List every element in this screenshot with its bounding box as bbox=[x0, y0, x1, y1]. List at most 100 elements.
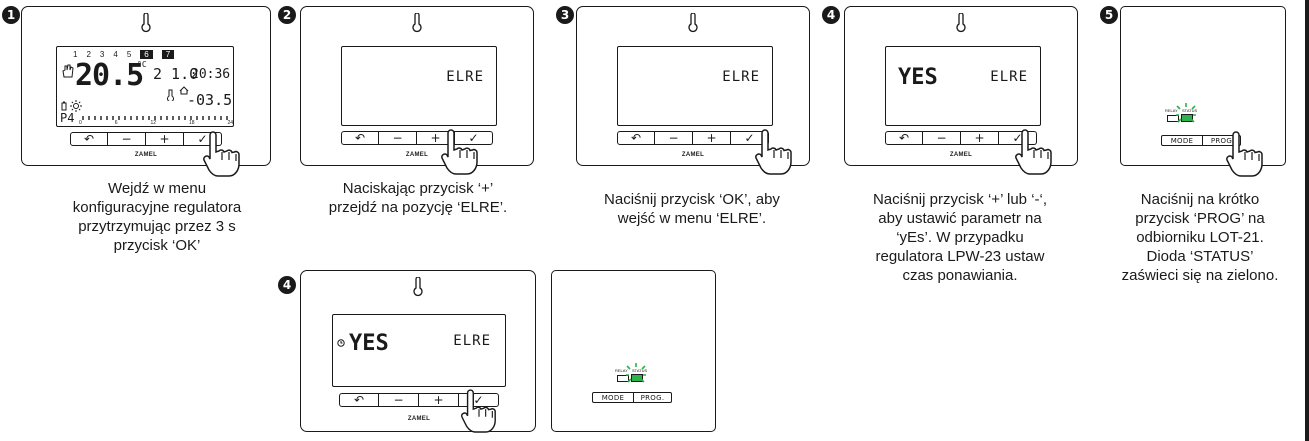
thermostat-step-2: ELRE ↶ − + ✓ ZAMEL bbox=[300, 6, 534, 175]
pointing-hand-icon bbox=[441, 129, 478, 175]
day-4: 4 bbox=[113, 50, 118, 59]
brand-logo: ZAMEL bbox=[407, 416, 431, 422]
lcd-screen: ELRE bbox=[617, 46, 773, 126]
status-led bbox=[631, 374, 643, 382]
led-glow-icon bbox=[626, 363, 646, 383]
house-icon bbox=[179, 86, 189, 95]
prog-button[interactable]: PROG bbox=[1203, 135, 1241, 146]
step-5-caption: Naciśnij na krótko przycisk ‘PROG’ na od… bbox=[1121, 191, 1279, 284]
lcd-screen: 1 2 3 4 5 6 7 20.5 °C 2 1.0 20:36 -03.5 … bbox=[56, 46, 234, 127]
thermostat-step-4: YES ELRE ↶ − + ✓ ZAMEL bbox=[844, 6, 1078, 175]
back-button[interactable]: ↶ bbox=[341, 131, 379, 145]
program-indicator: P4 bbox=[60, 111, 75, 125]
thermometer-icon bbox=[412, 13, 422, 33]
page-edge-bar bbox=[1305, 0, 1309, 441]
back-button[interactable]: ↶ bbox=[885, 131, 923, 145]
pointing-hand-icon bbox=[1015, 129, 1052, 175]
status-label: STATUS bbox=[1182, 108, 1198, 113]
step-1-caption: Wejdź w menu konfiguracyjne regulatora p… bbox=[72, 180, 242, 254]
button-row: ↶ − + ✓ bbox=[617, 131, 769, 145]
plus-button[interactable]: + bbox=[419, 393, 459, 407]
menu-item-text: ELRE bbox=[990, 69, 1028, 85]
minus-button[interactable]: − bbox=[923, 131, 961, 145]
led-glow-icon bbox=[1176, 103, 1196, 123]
day-schedule-bar bbox=[82, 116, 228, 120]
temperature-unit: °C bbox=[137, 60, 147, 69]
date-value: 2 1.0 bbox=[153, 65, 199, 83]
step-2-caption: Naciskając przycisk ‘+’ przejdź na pozyc… bbox=[328, 180, 508, 216]
brand-logo: ZAMEL bbox=[681, 152, 705, 158]
battery-icon bbox=[61, 101, 67, 111]
day-6: 6 bbox=[140, 50, 153, 59]
brand-logo: ZAMEL bbox=[134, 152, 158, 158]
plus-button[interactable]: + bbox=[961, 131, 999, 145]
step-5-number: 5 bbox=[1100, 6, 1118, 24]
step-3-number: 3 bbox=[556, 6, 574, 24]
yes-value: YES bbox=[898, 65, 938, 90]
step-4-caption: Naciśnij przycisk ‘+’ lub ‘-‘, aby ustaw… bbox=[872, 191, 1048, 284]
button-row: ↶ − + ✓ bbox=[70, 132, 222, 146]
minus-button[interactable]: − bbox=[655, 131, 693, 145]
day-indicators: 1 2 3 4 5 6 7 bbox=[73, 50, 175, 59]
day-7: 7 bbox=[161, 50, 175, 59]
relay-label: RELAY bbox=[615, 368, 628, 373]
step-3-caption: Naciśnij przycisk ‘OK’, aby wejść w menu… bbox=[604, 191, 780, 227]
day-2: 2 bbox=[86, 50, 91, 59]
pointing-hand-icon bbox=[461, 389, 496, 433]
day-5: 5 bbox=[126, 50, 132, 59]
thermostat-step-1: 1 2 3 4 5 6 7 20.5 °C 2 1.0 20:36 -03.5 … bbox=[21, 6, 271, 177]
menu-item-text: ELRE bbox=[453, 333, 491, 349]
lcd-screen: YES ELRE bbox=[885, 46, 1041, 126]
time-value: 20:36 bbox=[191, 67, 231, 82]
plus-button[interactable]: + bbox=[693, 131, 731, 145]
plus-button[interactable]: + bbox=[146, 132, 184, 146]
thermometer-icon bbox=[141, 13, 151, 33]
thermometer-small-icon bbox=[167, 89, 174, 101]
minus-button[interactable]: − bbox=[379, 131, 417, 145]
menu-item-text: ELRE bbox=[446, 69, 484, 85]
minus-button[interactable]: − bbox=[108, 132, 146, 146]
day-1: 1 bbox=[73, 50, 78, 59]
mode-button[interactable]: MODE bbox=[1161, 135, 1203, 146]
lcd-screen: YES ELRE bbox=[332, 314, 506, 387]
brand-logo: ZAMEL bbox=[405, 152, 429, 158]
status-led bbox=[1181, 114, 1193, 122]
thermometer-icon bbox=[956, 13, 966, 33]
relay-label: RELAY bbox=[1165, 108, 1178, 113]
mode-button[interactable]: MODE bbox=[592, 392, 634, 403]
lcd-screen: ELRE bbox=[341, 46, 497, 126]
thermometer-icon bbox=[413, 277, 423, 297]
menu-item-text: ELRE bbox=[722, 69, 760, 85]
hand-mode-icon bbox=[62, 64, 74, 78]
step-4-alt-number: 4 bbox=[278, 276, 296, 294]
temperature-value: 20.5 bbox=[75, 58, 144, 93]
step-2-number: 2 bbox=[278, 6, 296, 24]
day-3: 3 bbox=[99, 50, 105, 59]
back-button[interactable]: ↶ bbox=[617, 131, 655, 145]
thermostat-step-3: ELRE ↶ − + ✓ ZAMEL bbox=[576, 6, 810, 175]
minus-button[interactable]: − bbox=[379, 393, 419, 407]
receiver-button-row: MODE PROG. bbox=[592, 392, 672, 403]
pointing-hand-icon bbox=[755, 129, 792, 175]
pointing-hand-icon bbox=[203, 131, 240, 177]
relay-led bbox=[617, 375, 629, 382]
status-label: STATUS bbox=[632, 368, 648, 373]
button-row: ↶ − + ✓ bbox=[341, 131, 493, 145]
relay-led bbox=[1167, 115, 1179, 122]
back-button[interactable]: ↶ bbox=[339, 393, 379, 407]
receiver-step-5: RELAY STATUS MODE PROG bbox=[1120, 6, 1286, 177]
pointing-hand-icon bbox=[1226, 131, 1263, 177]
ok-button[interactable]: ✓ bbox=[455, 131, 493, 145]
back-button[interactable]: ↶ bbox=[70, 132, 108, 146]
step-4-number: 4 bbox=[822, 6, 840, 24]
receiver-button-row: MODE PROG bbox=[1161, 135, 1241, 146]
receiver-bottom: RELAY STATUS MODE PROG. bbox=[551, 270, 716, 432]
scale-labels: 0 6 12 18 24 bbox=[79, 120, 233, 126]
step-1-number: 1 bbox=[2, 6, 20, 24]
yes-value: YES bbox=[349, 331, 389, 356]
prog-button[interactable]: PROG. bbox=[634, 392, 672, 403]
outdoor-temperature: -03.5 bbox=[187, 91, 233, 109]
thermostat-step-4-alt: YES ELRE ↶ − + ✓ ZAMEL bbox=[300, 270, 536, 433]
thermometer-icon bbox=[688, 13, 698, 33]
button-row: ↶ − + ✓ bbox=[885, 131, 1037, 145]
